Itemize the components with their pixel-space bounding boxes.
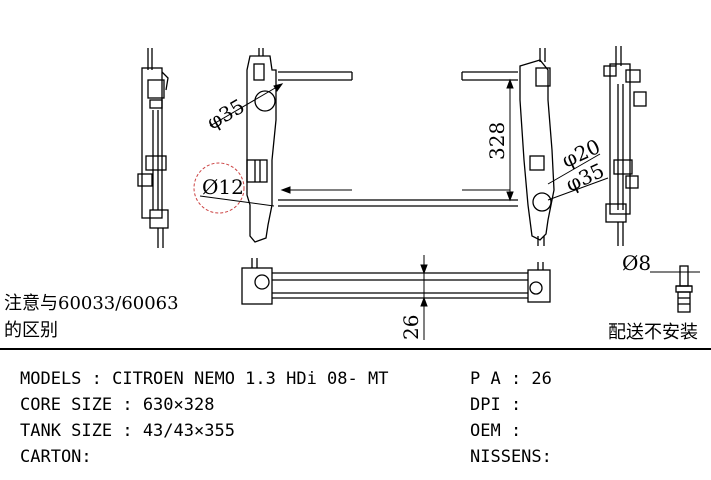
dim-core-height: 328 <box>485 122 509 160</box>
dim-plug-diameter: Ø8 <box>622 251 651 275</box>
dim-sensor-diameter: Ø12 <box>202 175 244 199</box>
right-side-view <box>603 46 647 246</box>
section-divider <box>0 348 711 350</box>
spec-carton: CARTON: <box>20 447 92 467</box>
bottom-view-tank <box>241 258 551 305</box>
spec-dpi: DPI : <box>470 395 522 415</box>
dim-inlet-diameter: φ35 <box>203 94 249 135</box>
spec-models: MODELS : CITROEN NEMO 1.3 HDi 08- MT <box>20 369 389 389</box>
radiator-technical-drawing: φ35 Ø12 328 φ20 φ35 26 Ø8 <box>137 46 700 340</box>
front-view-radiator <box>246 48 555 246</box>
drain-plug <box>675 265 693 313</box>
spec-oem: OEM : <box>470 421 522 441</box>
left-side-view <box>137 48 169 248</box>
note-difference-line2: 的区别 <box>4 320 58 341</box>
spec-pa: P A : 26 <box>470 369 552 389</box>
note-not-installed: 配送不安装 <box>608 322 698 343</box>
spec-tank-size: TANK SIZE : 43/43×355 <box>20 421 235 441</box>
note-difference-line1: 注意与60033/60063 <box>4 293 179 314</box>
spec-nissens: NISSENS: <box>470 447 552 467</box>
spec-core-size: CORE SIZE : 630×328 <box>20 395 215 415</box>
dimension-lines <box>193 78 700 340</box>
dim-tank-depth: 26 <box>399 315 423 340</box>
